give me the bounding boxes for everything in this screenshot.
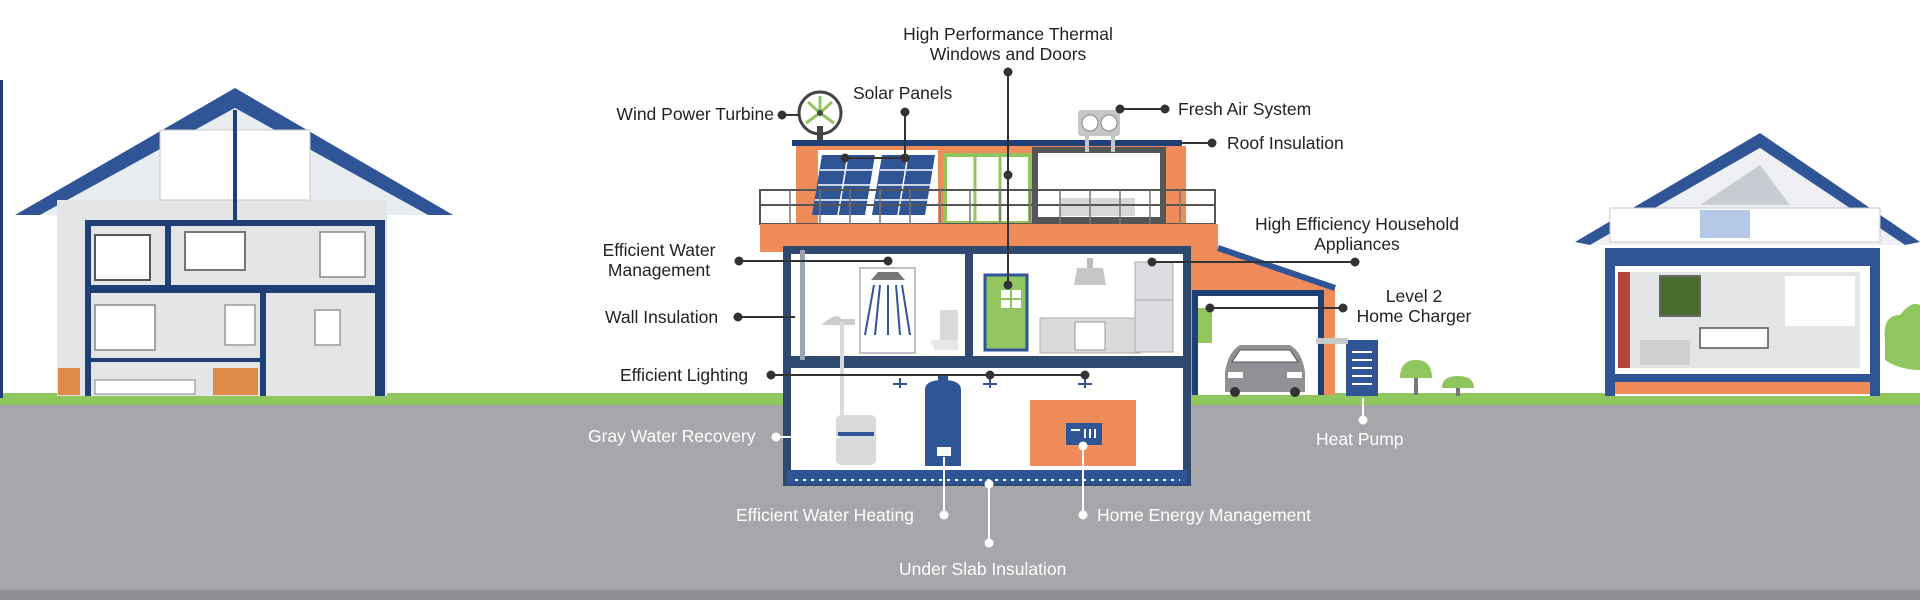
label-home-charger-line1: Level 2	[1385, 286, 1443, 306]
left-house	[0, 80, 453, 398]
label-thermal-windows: High Performance Thermal Windows and Doo…	[903, 24, 1113, 64]
gray-water-tank-icon	[821, 316, 876, 465]
label-under-slab: Under Slab Insulation	[899, 559, 1067, 579]
label-gray-water: Gray Water Recovery	[588, 426, 756, 446]
heat-pump-icon	[1316, 338, 1378, 396]
label-thermal-windows-line1: High Performance Thermal	[903, 24, 1113, 44]
solar-panel-icon	[812, 154, 935, 216]
dark-leader-lines	[733, 67, 1360, 380]
range-hood-icon	[1074, 258, 1106, 285]
label-water-heating: Efficient Water Heating	[736, 505, 914, 525]
label-energy-management: Home Energy Management	[1097, 505, 1311, 525]
tree-icon	[1400, 360, 1474, 396]
label-solar-panels: Solar Panels	[853, 83, 953, 103]
shower-icon	[859, 267, 916, 354]
label-roof-insulation: Roof Insulation	[1227, 133, 1344, 153]
label-wind-turbine: Wind Power Turbine	[616, 104, 774, 124]
label-appliances: High Efficiency Household Appliances	[1255, 214, 1459, 254]
label-home-charger: Level 2 Home Charger	[1357, 286, 1472, 326]
label-water-management-line2: Management	[607, 260, 711, 280]
fresh-air-unit-icon	[1078, 110, 1120, 152]
car-icon	[1225, 345, 1305, 397]
label-thermal-windows-line2: Windows and Doors	[929, 44, 1087, 64]
label-water-management: Efficient Water Management	[603, 240, 716, 280]
toilet-icon	[930, 310, 958, 350]
water-heater-icon	[925, 376, 961, 466]
label-wall-insulation: Wall Insulation	[605, 307, 719, 327]
wind-turbine-icon	[797, 90, 843, 140]
ceiling-lights	[893, 378, 1092, 388]
label-heat-pump: Heat Pump	[1316, 429, 1404, 449]
right-house	[1575, 133, 1920, 396]
label-appliances-line1: High Efficiency Household	[1255, 214, 1459, 234]
label-water-management-line1: Efficient Water	[602, 240, 716, 260]
label-appliances-line2: Appliances	[1314, 234, 1400, 254]
light-leader-lines	[771, 398, 1368, 548]
label-efficient-lighting: Efficient Lighting	[620, 365, 749, 385]
label-fresh-air: Fresh Air System	[1178, 99, 1312, 119]
label-home-charger-line2: Home Charger	[1356, 306, 1472, 326]
